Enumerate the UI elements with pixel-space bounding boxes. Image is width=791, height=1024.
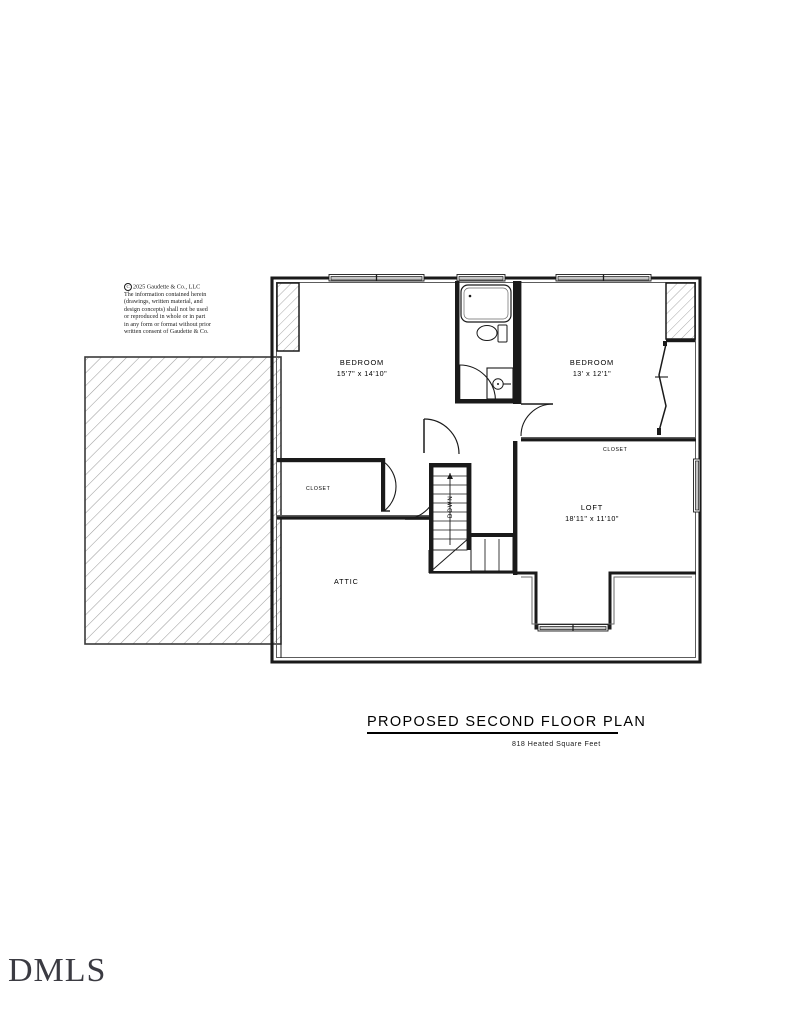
bathroom [455,281,518,404]
attic-hatched-region-left [84,356,282,645]
dmls-watermark: DMLS [8,952,107,989]
partition-walls-right [517,281,696,442]
door-closet-left [381,461,397,512]
room-label-bedroom-right: BEDROOM 13' x 12'1" [542,358,642,379]
door-hall-loft [423,418,460,455]
kneewall-hatch-top-left [276,282,300,352]
title-underline [367,732,618,734]
copyright-line-4: design concepts) shall not be used [124,306,208,313]
room-name-loft: LOFT [580,503,604,512]
room-dimensions-loft: 18'11" x 11'10" [565,513,619,523]
copyright-line-3: (drawings, written material, and [124,299,203,306]
partition-walls-left [277,458,437,520]
room-label-loft: LOFT 18'11" x 11'10" [542,503,642,524]
kneewall-hatch-top-right [665,282,696,340]
window-bedroom-right [555,274,652,282]
copyright-line-6: in any form or format without prior [124,321,212,328]
area-label-closet-right: CLOSET [603,447,628,453]
window-loft-right [693,458,701,513]
copyright-line-7: written consent of Gaudette & Co. [124,328,209,335]
page-title: PROPOSED SECOND FLOOR PLAN [367,714,647,730]
staircase [428,463,515,574]
stair-direction-arrow [447,473,453,545]
title-block: PROPOSED SECOND FLOOR PLAN 818 Heated Sq… [367,714,667,748]
loft-boundary [513,441,696,630]
room-name-bedroom-right: BEDROOM [569,358,615,367]
room-name-bedroom-left: BEDROOM [339,358,385,367]
stair-landing [470,533,515,572]
door-bedroom-right [520,403,554,437]
room-dimensions-bedroom-left: 15'7" x 14'10" [336,368,388,378]
door-bathroom [458,364,497,402]
copyright-line-2: The information contained herein [124,291,207,298]
door-closet-right-bifold [655,341,668,435]
window-bedroom-left [328,274,425,282]
copyright-icon: C [124,283,132,291]
room-label-bedroom-left: BEDROOM 15'7" x 14'10" [312,358,412,379]
window-group-top [328,274,652,282]
bathtub-fixture [460,284,512,323]
window-bathroom [456,274,506,282]
stair-down-label: DOWN [448,495,454,518]
copyright-line-1: 2025 Gaudette & Co., LLC [133,284,201,291]
room-dimensions-bedroom-right: 13' x 12'1" [572,368,612,378]
copyright-line-5: or reproduced in whole or in part [124,314,206,321]
toilet-fixture [476,324,508,343]
area-label-closet-left: CLOSET [306,486,331,492]
heated-square-feet: 818 Heated Square Feet [512,739,601,748]
area-label-attic: ATTIC [334,577,359,586]
window-loft-alcove [537,624,609,632]
